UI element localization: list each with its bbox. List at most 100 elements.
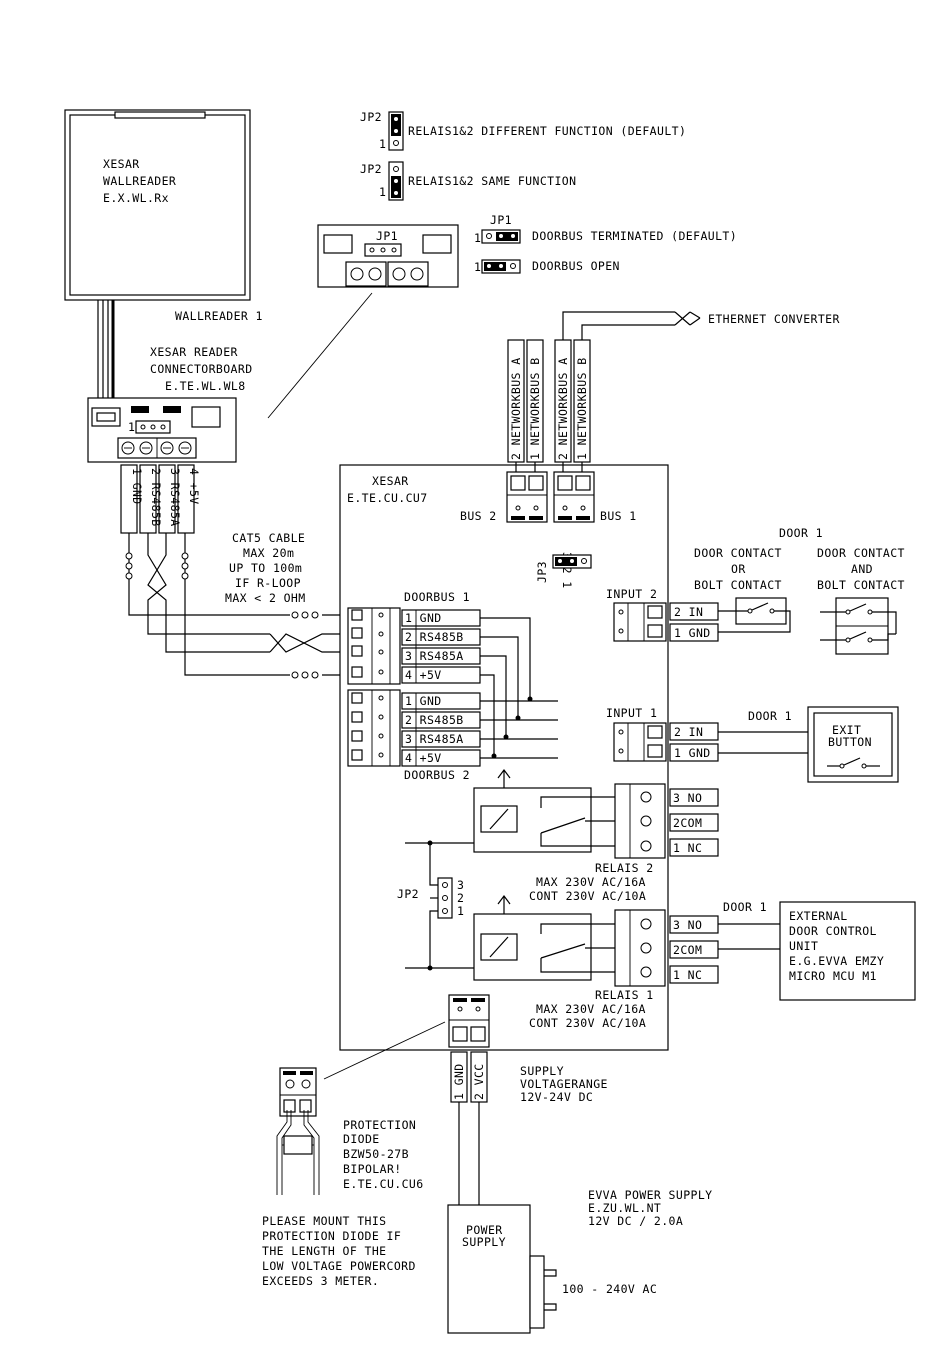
exit-door-label: DOOR 1 <box>748 709 792 723</box>
doorbus2-terminal-2-label: 2 RS485B <box>405 713 464 727</box>
diode-line-5: E.TE.CU.CU6 <box>343 1177 424 1191</box>
relais2-terminal-nc <box>669 838 719 857</box>
relais2-max: MAX 230V AC/16A <box>536 875 646 889</box>
jp1-board-tag: JP1 <box>376 229 398 243</box>
jp2-unit-pin-1: 1 <box>457 904 464 918</box>
relais2-cont: CONT 230V AC/10A <box>529 889 646 903</box>
relais2-terminal-no <box>669 788 719 807</box>
network-label-3: 2 NETWORKBUS A <box>556 357 570 460</box>
connectorboard-name: CONNECTORBOARD <box>150 362 253 376</box>
cb-terminal-2-label: 2 RS485B <box>149 468 163 527</box>
contact-and-line-1: DOOR CONTACT <box>817 546 905 560</box>
supply-gnd-label: 1 GND <box>452 1063 466 1100</box>
jp1-open-label: DOORBUS OPEN <box>532 259 620 273</box>
wallreader-code: E.X.WL.Rx <box>103 191 169 205</box>
wallreader-name: WALLREADER <box>103 174 176 188</box>
doorbus2-terminal-4-label: 4 +5V <box>405 751 442 765</box>
wallreader-slot <box>114 111 206 119</box>
input2-label: INPUT 2 <box>606 587 657 601</box>
jp1-legend-pin-1: 1 <box>474 231 481 245</box>
bus2-label: BUS 2 <box>460 509 497 523</box>
door-top-label: DOOR 1 <box>779 526 823 540</box>
relais1-title: RELAIS 1 <box>595 988 654 1002</box>
cable-line-5: MAX < 2 OHM <box>225 591 306 605</box>
jp2-unit-pin-3: 3 <box>457 878 464 892</box>
diode-line-3: BZW50-27B <box>343 1147 409 1161</box>
relais2-com-label: 2COM <box>673 816 702 830</box>
doorbus1-terminal-2-label: 2 RS485B <box>405 630 464 644</box>
external-door-control: DOOR 1 EXTERNAL DOOR CONTROL UNIT E.G.EV… <box>718 900 916 1001</box>
doorbus1-terminal-3-label: 3 RS485A <box>405 649 464 663</box>
protection-diode: PROTECTION DIODE BZW50-27B BIPOLAR! E.TE… <box>276 1021 446 1195</box>
diode-line-1: PROTECTION <box>343 1118 416 1132</box>
control-unit-title: XESAR <box>372 474 409 488</box>
power-supply: EVVA POWER SUPPLY E.ZU.WL.NT 12V DC / 2.… <box>447 1188 713 1334</box>
jp2-same-label: RELAIS1&2 SAME FUNCTION <box>408 174 576 188</box>
jp1-legend-pin-2: 1 <box>474 260 481 274</box>
cb-terminal-4-label: 4 +5V <box>187 468 201 505</box>
exit-button-line-1: EXIT <box>832 723 861 737</box>
contact-and-line-2: AND <box>851 562 873 576</box>
control-unit: XESAR E.TE.CU.CU7 BUS 2 BUS 1 JP3 3 2 1 … <box>339 462 719 1051</box>
external-line-4: E.G.EVVA EMZY <box>789 954 884 968</box>
psu-ac-label: 100 - 240V AC <box>562 1282 657 1296</box>
supply-vcc-label: 2 VCC <box>472 1063 486 1100</box>
jp1-legend: JP1 1 DOORBUS TERMINATED (DEFAULT) 1 DOO… <box>474 213 737 274</box>
jp1-terminated-label: DOORBUS TERMINATED (DEFAULT) <box>532 229 737 243</box>
note-line-4: LOW VOLTAGE POWERCORD <box>262 1259 416 1273</box>
connector-board: XESAR READER CONNECTORBOARD E.TE.WL.WL8 … <box>87 345 253 534</box>
psu-plug <box>529 1255 545 1329</box>
jp2-legend: JP2 1 RELAIS1&2 DIFFERENT FUNCTION (DEFA… <box>360 110 686 201</box>
connectorboard-jumper-num: 1 <box>128 420 135 434</box>
diode-line-4: BIPOLAR! <box>343 1162 402 1176</box>
relais1-nc-label: 1 NC <box>673 968 702 982</box>
relais1-cont: CONT 230V AC/10A <box>529 1016 646 1030</box>
relais2-terminal-com <box>669 813 719 832</box>
connectorboard-code: E.TE.WL.WL8 <box>165 379 246 393</box>
external-line-5: MICRO MCU M1 <box>789 969 877 983</box>
cb-terminal-3 <box>158 464 176 534</box>
doorbus2-terminal-3-label: 3 RS485A <box>405 732 464 746</box>
psu-box-line-2: SUPPLY <box>462 1235 506 1249</box>
input2-gnd-label: 1 GND <box>674 626 711 640</box>
relais2-nc-label: 1 NC <box>673 841 702 855</box>
jp2-legend-tag-2: JP2 <box>360 162 382 176</box>
relais2-no-label: 3 NO <box>673 791 702 805</box>
connectorboard-title: XESAR READER <box>150 345 238 359</box>
note-line-3: THE LENGTH OF THE <box>262 1244 387 1258</box>
relais1-max: MAX 230V AC/16A <box>536 1002 646 1016</box>
relais1-body <box>473 913 592 981</box>
jp2-legend-pin-2: 1 <box>379 185 386 199</box>
cable-line-3: UP TO 100m <box>229 561 302 575</box>
door-contacts: DOOR 1 DOOR CONTACT OR BOLT CONTACT DOOR… <box>694 526 905 655</box>
doorbus1-label: DOORBUS 1 <box>404 590 470 604</box>
ethernet-label: ETHERNET CONVERTER <box>708 312 840 326</box>
psu-line-3: 12V DC / 2.0A <box>588 1214 683 1228</box>
cb-terminal-4 <box>177 464 195 534</box>
bus1-label: BUS 1 <box>600 509 637 523</box>
jp2-unit-label: JP2 <box>397 887 419 901</box>
network-label-2: 1 NETWORKBUS B <box>528 357 542 460</box>
note-line-1: PLEASE MOUNT THIS <box>262 1214 387 1228</box>
supply-line-1: SUPPLY <box>520 1064 564 1078</box>
relais1-terminal-nc <box>669 965 719 984</box>
diode-body <box>283 1135 313 1155</box>
note-line-5: EXCEEDS 3 METER. <box>262 1274 379 1288</box>
contact-or-line-2: OR <box>731 562 746 576</box>
connectorboard-chip <box>191 406 221 428</box>
jp1-detail-board: JP1 <box>317 224 459 288</box>
relais1-no-label: 3 NO <box>673 918 702 932</box>
jp2-different-label: RELAIS1&2 DIFFERENT FUNCTION (DEFAULT) <box>408 124 686 138</box>
wallreader-caption: WALLREADER 1 <box>175 309 263 323</box>
psu-box <box>447 1204 531 1334</box>
relais1-terminal-block <box>614 909 666 987</box>
jp2-unit-pin-2: 2 <box>457 891 464 905</box>
external-line-2: DOOR CONTROL <box>789 924 877 938</box>
supply-line-2: VOLTAGERANGE <box>520 1077 608 1091</box>
doorbus2-label: DOORBUS 2 <box>404 768 470 782</box>
network-label-4: 1 NETWORKBUS B <box>575 357 589 460</box>
psu-line-1: EVVA POWER SUPPLY <box>588 1188 713 1202</box>
wallreader: XESAR WALLREADER E.X.WL.Rx WALLREADER 1 <box>64 109 263 405</box>
jp2-legend-pin-1: 1 <box>379 137 386 151</box>
